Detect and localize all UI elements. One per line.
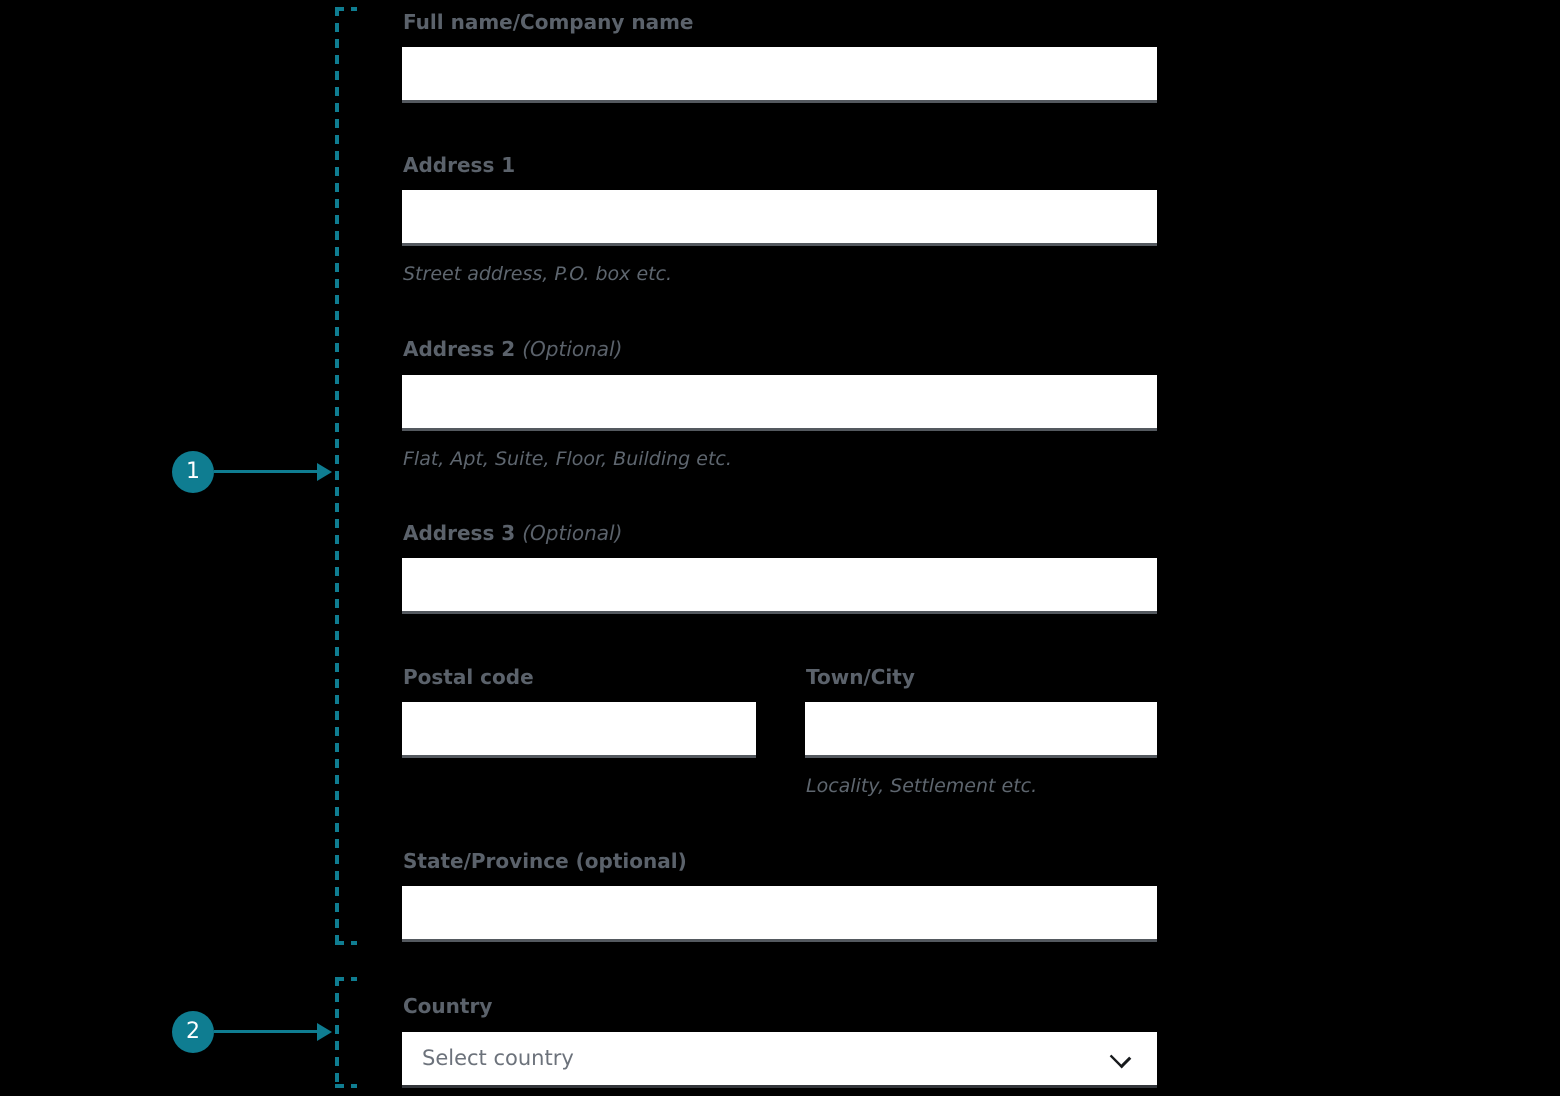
- address2-label-text: Address 2: [403, 337, 516, 361]
- annotation-arrow-1-line: [214, 470, 318, 473]
- country-label-text: Country: [403, 994, 493, 1018]
- country-select[interactable]: Select country: [402, 1032, 1157, 1088]
- address2-label: Address 2(Optional): [403, 337, 622, 361]
- state-province-label-text: State/Province (optional): [403, 849, 687, 873]
- annotation-marker-2-number: 2: [186, 1019, 200, 1044]
- section1-dashed-bracket-line: [335, 7, 339, 945]
- town-city-label: Town/City: [806, 665, 915, 689]
- section2-dashed-bracket-bottom-arm: [335, 1084, 357, 1088]
- address2-helper: Flat, Apt, Suite, Floor, Building etc.: [403, 448, 732, 470]
- town-city-helper: Locality, Settlement etc.: [806, 775, 1038, 797]
- state-province-input[interactable]: [402, 886, 1157, 942]
- full-name-label-text: Full name/Company name: [403, 10, 694, 34]
- address3-input[interactable]: [402, 558, 1157, 614]
- town-city-input[interactable]: [805, 702, 1157, 758]
- postal-code-label: Postal code: [403, 665, 534, 689]
- address1-input[interactable]: [402, 190, 1157, 246]
- address1-helper: Street address, P.O. box etc.: [403, 263, 673, 285]
- section2-dashed-bracket-top-arm: [335, 977, 357, 981]
- address3-label-text: Address 3: [403, 521, 516, 545]
- section2-dashed-bracket-line: [335, 977, 339, 1088]
- country-select-placeholder: Select country: [422, 1046, 574, 1070]
- annotation-marker-1: 1: [172, 451, 214, 493]
- full-name-input[interactable]: [402, 47, 1157, 103]
- annotation-arrow-2-line: [214, 1030, 318, 1033]
- address2-input[interactable]: [402, 375, 1157, 431]
- state-province-label: State/Province (optional): [403, 849, 687, 873]
- chevron-down-icon: [1109, 1046, 1132, 1069]
- section1-dashed-bracket-top-arm: [335, 7, 357, 11]
- postal-code-input[interactable]: [402, 702, 756, 758]
- address1-label: Address 1: [403, 153, 515, 177]
- address3-label: Address 3(Optional): [403, 521, 622, 545]
- annotation-arrow-2-head-icon: [317, 1023, 332, 1041]
- annotation-arrow-1-head-icon: [317, 463, 332, 481]
- town-city-label-text: Town/City: [806, 665, 915, 689]
- address2-optional-suffix: (Optional): [522, 337, 623, 361]
- annotation-marker-2: 2: [172, 1011, 214, 1053]
- annotation-marker-1-number: 1: [186, 459, 200, 484]
- postal-code-label-text: Postal code: [403, 665, 534, 689]
- section1-dashed-bracket-bottom-arm: [335, 941, 357, 945]
- country-label: Country: [403, 994, 492, 1018]
- address3-optional-suffix: (Optional): [522, 521, 623, 545]
- full-name-label: Full name/Company name: [403, 10, 693, 34]
- address1-label-text: Address 1: [403, 153, 516, 177]
